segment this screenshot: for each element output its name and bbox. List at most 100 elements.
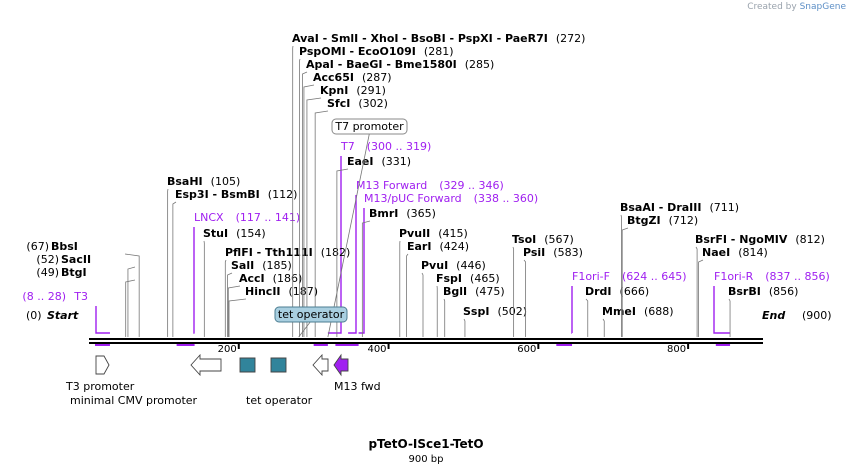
site-btgi[interactable]: (49)BtgI [36, 266, 136, 337]
site-pflfi-tth111i[interactable]: PflFI - Tth111I(182) [224, 246, 350, 337]
site-position: (446) [456, 259, 486, 272]
callout-text: T7 promoter [334, 120, 404, 133]
site-position: (424) [439, 240, 469, 253]
primer-t3[interactable]: T3(8 .. 28) [22, 290, 110, 346]
site-pvui[interactable]: PvuI(446) [421, 259, 486, 337]
site-sali[interactable]: SalI(185) [227, 259, 292, 337]
site-name: SacII [61, 253, 91, 266]
feature-minimal-cmv-promoter[interactable]: minimal CMV promoter [70, 353, 222, 407]
site-eari[interactable]: EarI (424) [406, 240, 470, 337]
site-name: KpnI [320, 84, 348, 97]
site-name: EarI [407, 240, 431, 253]
site-bsahi[interactable]: BsaHI(105) [167, 175, 240, 337]
primer-name: M13/pUC Forward [364, 192, 462, 205]
feature-t3-promoter[interactable]: T3 promoter [65, 355, 135, 393]
feature-callouts: T7 promoter tet operator [274, 118, 408, 338]
site-kpni[interactable]: KpnI (291) [306, 84, 386, 337]
site-hincii[interactable]: HincII (187) [228, 285, 319, 337]
primer-bar [713, 286, 731, 334]
callout-connector [327, 132, 370, 338]
callout-box [331, 118, 408, 135]
site-position: (302) [358, 97, 388, 110]
site-bsrfi-ngomiv[interactable]: BsrFI - NgoMIV(812) [695, 233, 825, 337]
site-connector [302, 71, 308, 337]
feature-label: minimal CMV promoter [70, 394, 198, 407]
primer-f1ori-r[interactable]: F1ori-R(837 .. 856) [713, 270, 830, 346]
site-apai-baegi-bme1580i[interactable]: ApaI - BaeGI - Bme1580I(285) [302, 58, 494, 337]
site-position: (154) [236, 227, 266, 240]
site-naei[interactable]: NaeI(814) [698, 246, 768, 337]
site-bsrbi[interactable]: BsrBI(856) [728, 285, 798, 337]
feature-m13-fwd[interactable]: M13 fwd [333, 353, 381, 393]
site-esp3i-bsmbi[interactable]: Esp3I - BsmBI(112) [172, 188, 297, 337]
site-bmri[interactable]: BmrI(365) [361, 207, 436, 337]
site-acci[interactable]: AccI(186) [227, 272, 302, 337]
site-drdi[interactable]: DrdI(666) [585, 285, 649, 337]
site-position: (187) [289, 285, 319, 298]
primer-f1ori-f[interactable]: F1ori-F(624 .. 645) [556, 270, 687, 346]
site-mmei[interactable]: MmeI(688) [602, 305, 674, 337]
site-connector [602, 318, 605, 337]
restriction-sites: (49)BtgI(52)SacII(67)BbsI BsaHI(105)Esp3I… [26, 32, 825, 337]
site-acc65i[interactable]: Acc65I(287) [303, 71, 392, 337]
site-name: BsrFI - NgoMIV [695, 233, 788, 246]
callout-tet-operator[interactable]: tet operator [274, 306, 348, 338]
feature-label: tet operator [246, 394, 313, 407]
site-connector [463, 318, 466, 337]
site-name: FspI [436, 272, 462, 285]
site-connector [172, 201, 177, 337]
feature-tet-operator-2[interactable]: tet operator [246, 357, 313, 407]
site-connector [228, 298, 247, 337]
end-label: End [762, 309, 785, 322]
site-connector [124, 253, 140, 337]
primer-bar [327, 156, 342, 334]
site-name: ApaI - BaeGI - Bme1580I [306, 58, 457, 71]
feature-shape [333, 353, 349, 377]
site-name: SspI [463, 305, 489, 318]
site-pvuii[interactable]: PvuII (415) [399, 227, 468, 337]
primer-lncx[interactable]: LNCX(117 .. 141) [176, 211, 301, 346]
primer-range: (837 .. 856) [765, 270, 830, 283]
site-pspomi-ecoo109i[interactable]: PspOMI - EcoO109I(281) [299, 45, 454, 337]
primer-t7[interactable]: T7(300 .. 319) [313, 140, 432, 346]
site-tsoi[interactable]: TsoI(567) [512, 233, 574, 337]
site-name: SfcI [327, 97, 350, 110]
site-name: BsrBI [728, 285, 761, 298]
site-bgli[interactable]: BglI(475) [443, 285, 505, 337]
primer-m13-puc-forward[interactable]: M13/pUC Forward(338 .. 360) [342, 192, 538, 346]
site-connector [512, 246, 515, 337]
site-bbsi[interactable]: (67)BbsI [26, 240, 140, 337]
site-avai-smli-xhoi-bsobi-pspxi-paer7i[interactable]: AvaI - SmlI - XhoI - BsoBI - PspXI - Pae… [292, 32, 585, 337]
site-connector [314, 110, 329, 337]
dna-backbone [89, 338, 763, 344]
site-sfci[interactable]: SfcI (302) [314, 97, 388, 337]
site-name: AccI [239, 272, 265, 285]
callout-t7-promoter[interactable]: T7 promoter [327, 118, 408, 338]
site-position: (365) [406, 207, 436, 220]
site-psii[interactable]: PsiI(583) [523, 246, 583, 337]
plasmid-length: 900 bp [409, 454, 444, 465]
feature-label: T3 promoter [65, 380, 135, 393]
feature-t7-promoter[interactable] [312, 353, 329, 377]
site-sspi[interactable]: SspI(502) [463, 305, 527, 337]
site-position: (291) [356, 84, 386, 97]
site-name: HincII [245, 285, 281, 298]
site-position: (415) [438, 227, 468, 240]
site-fspi[interactable]: FspI(465) [436, 272, 500, 337]
tick-label: 400 [367, 344, 386, 355]
site-name: PvuII [399, 227, 430, 240]
site-bsaai-draiii[interactable]: BsaAI - DraIII(711) [620, 201, 739, 337]
site-name: Acc65I [313, 71, 354, 84]
site-stui[interactable]: StuI(154) [203, 227, 266, 337]
site-name: AvaI - SmlI - XhoI - BsoBI - PspXI - Pae… [292, 32, 548, 45]
tick-label: 800 [667, 344, 686, 355]
site-position: (105) [211, 175, 241, 188]
feature-tet-operator-1[interactable] [239, 357, 256, 373]
site-eaei[interactable]: EaeI(331) [336, 155, 411, 337]
callout-box [274, 306, 348, 323]
site-name: BtgI [61, 266, 87, 279]
site-btgzi[interactable]: BtgZI(712) [621, 214, 698, 337]
primer-range: (624 .. 645) [622, 270, 687, 283]
site-sacii[interactable]: (52)SacII [36, 253, 136, 337]
